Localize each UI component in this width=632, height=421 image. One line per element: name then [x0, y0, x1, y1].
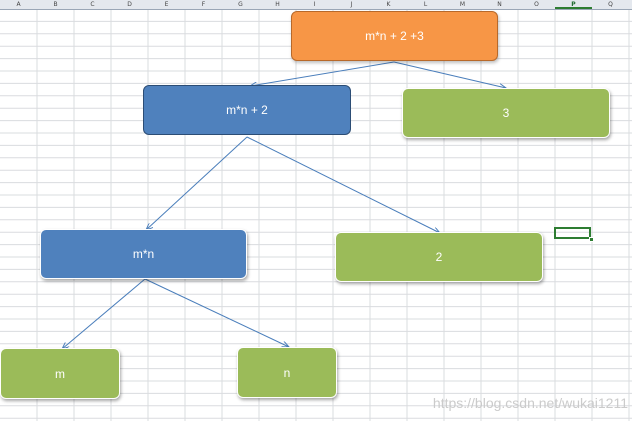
active-column-indicator: [555, 7, 592, 9]
column-header-l[interactable]: L: [423, 1, 428, 8]
column-header-n[interactable]: N: [497, 1, 502, 8]
column-header-g[interactable]: G: [238, 1, 243, 8]
column-header-b[interactable]: B: [53, 1, 58, 8]
tree-node-level2-left-label: m*n: [132, 247, 155, 261]
tree-node-leaf-n-label: n: [283, 365, 291, 380]
tree-node-level2-left[interactable]: m*n: [40, 229, 247, 279]
selected-cell[interactable]: [554, 227, 591, 239]
tree-node-level1-left[interactable]: m*n + 2: [143, 85, 351, 135]
tree-node-level1-right-label: 3: [502, 106, 510, 120]
connector-leaf-to-n: [144, 278, 289, 347]
column-header-d[interactable]: D: [127, 1, 132, 8]
tree-node-leaf-m-label: m: [55, 366, 65, 381]
connector-mid-to-right: [246, 136, 440, 233]
column-header-bar[interactable]: A B C D E F G H I J K L M N O P Q: [0, 0, 632, 10]
watermark-text: https://blog.csdn.net/wukai1211: [432, 395, 628, 411]
column-header-c[interactable]: C: [90, 1, 95, 8]
tree-node-level1-left-label: m*n + 2: [226, 103, 268, 117]
column-header-m[interactable]: M: [459, 1, 466, 8]
tree-node-leaf-m[interactable]: m: [0, 348, 120, 399]
connector-root-to-right: [393, 61, 506, 88]
column-header-o[interactable]: O: [534, 1, 539, 8]
connector-leaf-to-m: [62, 278, 146, 349]
column-header-a[interactable]: A: [16, 1, 21, 8]
tree-node-level2-right[interactable]: 2: [335, 232, 543, 282]
column-header-k[interactable]: K: [386, 1, 391, 8]
column-header-q[interactable]: Q: [608, 1, 613, 8]
column-header-e[interactable]: E: [164, 1, 169, 8]
column-header-p[interactable]: P: [571, 1, 576, 8]
connector-root-to-left: [250, 61, 395, 86]
column-header-f[interactable]: F: [201, 1, 206, 8]
column-header-h[interactable]: H: [275, 1, 280, 8]
connector-mid-to-left: [146, 136, 248, 230]
tree-node-root-label: m*n + 2 +3: [365, 29, 424, 43]
tree-node-level1-right[interactable]: 3: [402, 88, 610, 138]
fill-handle[interactable]: [589, 237, 594, 242]
column-header-i[interactable]: I: [313, 1, 316, 8]
tree-node-root[interactable]: m*n + 2 +3: [291, 11, 498, 61]
column-header-j[interactable]: J: [350, 1, 353, 8]
tree-node-leaf-n[interactable]: n: [237, 347, 337, 398]
tree-node-level2-right-label: 2: [435, 250, 443, 264]
